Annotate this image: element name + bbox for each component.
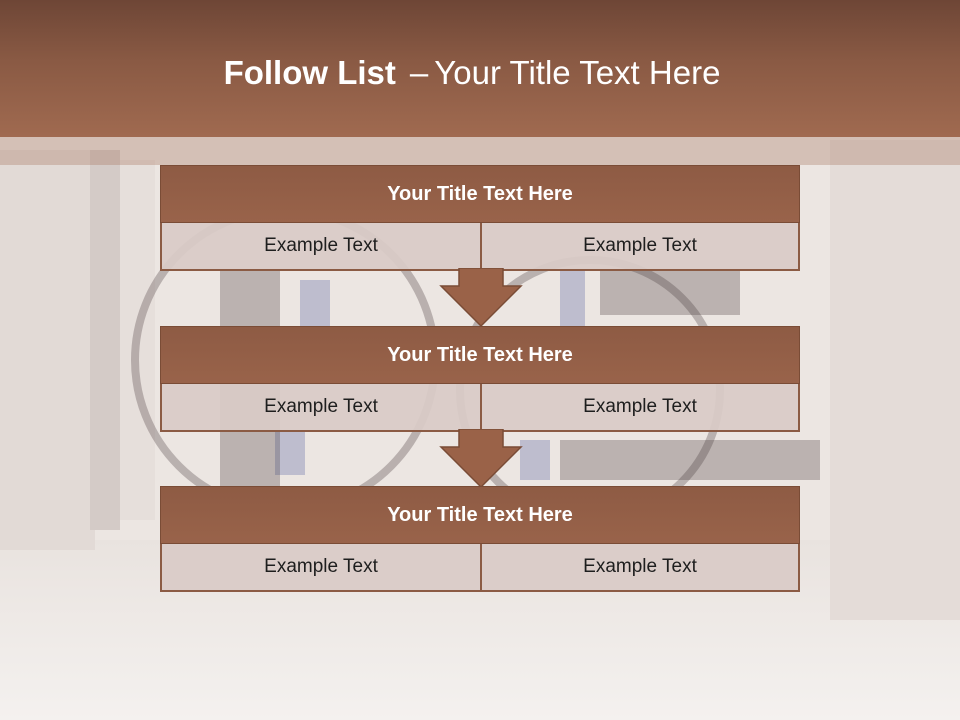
block-row: Example Text Example Text: [160, 223, 800, 271]
title-rest: Your Title Text Here: [434, 54, 721, 91]
down-arrow-icon: [439, 429, 523, 489]
block-row: Example Text Example Text: [160, 544, 800, 592]
block-cell-left: Example Text: [160, 384, 480, 432]
block-title: Your Title Text Here: [160, 165, 800, 223]
title-dash: –: [409, 54, 429, 91]
header-strip: [0, 137, 960, 165]
title-bar: [0, 0, 960, 137]
block-cell-left: Example Text: [160, 544, 480, 592]
slide-title: Follow List–Your Title Text Here: [0, 54, 944, 92]
block-title: Your Title Text Here: [160, 486, 800, 544]
block-cell-right: Example Text: [480, 544, 800, 592]
down-arrow-icon: [439, 268, 523, 328]
list-block-2: Your Title Text Here Example Text Exampl…: [160, 326, 800, 432]
block-cell-left: Example Text: [160, 223, 480, 271]
block-row: Example Text Example Text: [160, 384, 800, 432]
block-cell-right: Example Text: [480, 223, 800, 271]
title-bold: Follow List: [223, 54, 396, 91]
block-cell-right: Example Text: [480, 384, 800, 432]
block-title: Your Title Text Here: [160, 326, 800, 384]
list-block-1: Your Title Text Here Example Text Exampl…: [160, 165, 800, 271]
list-block-3: Your Title Text Here Example Text Exampl…: [160, 486, 800, 592]
